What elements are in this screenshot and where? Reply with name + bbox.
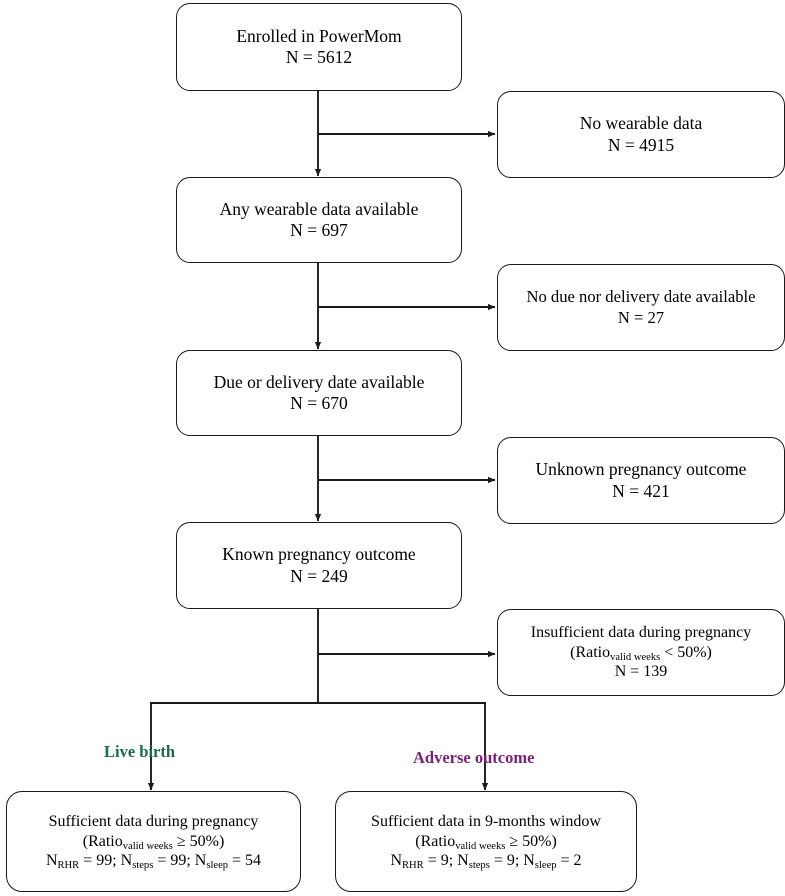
live-birth-box-line-1: Sufficient data during pregnancy (48, 813, 259, 831)
adverse-n-rhr-subscript: RHR (402, 860, 424, 872)
adverse-ratio-subscript: valid weeks (455, 840, 506, 852)
node-any-wearable-data-available[interactable]: Any wearable data available N = 697 (176, 177, 462, 263)
adverse-n-sleep-subscript: sleep (534, 860, 557, 872)
live-birth-ratio-suffix: ≥ 50%) (172, 832, 225, 850)
node-any-wearable-line-1: Any wearable data available (219, 198, 419, 219)
live-birth-n-rhr-prefix: N (45, 852, 58, 870)
node-due-date-line-2: N = 670 (290, 393, 348, 413)
node-insufficient-line-2: (Ratiovalid weeks < 50%) (570, 643, 712, 663)
live-birth-n-sleep-prefix: N (194, 852, 207, 870)
live-birth-box-line-3: NRHR = 99; Nsteps = 99; Nsleep = 54 (46, 851, 261, 871)
adverse-n-sleep-value: = 2 (556, 852, 582, 870)
node-due-date-line-1: Due or delivery date available (213, 371, 425, 392)
adverse-n-sleep-prefix: N (523, 852, 535, 870)
node-sufficient-data-during-pregnancy[interactable]: Sufficient data during pregnancy (Ratiov… (6, 791, 301, 892)
adverse-box-line-1: Sufficient data in 9-months window (371, 813, 601, 831)
node-known-pregnancy-outcome[interactable]: Known pregnancy outcome N = 249 (176, 522, 462, 609)
live-birth-n-steps-prefix: N (120, 852, 133, 870)
live-birth-n-steps-subscript: steps (132, 860, 154, 872)
live-birth-n-rhr-subscript: RHR (57, 860, 80, 872)
branch-label-live-birth: Live birth (104, 742, 176, 761)
node-unknown-pregnancy-outcome[interactable]: Unknown pregnancy outcome N = 421 (497, 437, 785, 524)
node-no-due-date-line-1: No due nor delivery date available (526, 287, 756, 307)
node-no-wearable-data[interactable]: No wearable data N = 4915 (497, 91, 785, 178)
node-sufficient-data-9-months-window[interactable]: Sufficient data in 9-months window (Rati… (335, 791, 637, 892)
insufficient-ratio-suffix: < 50%) (660, 643, 712, 661)
branch-label-adverse-outcome: Adverse outcome (413, 748, 535, 767)
adverse-n-rhr-prefix: N (390, 852, 402, 870)
node-no-due-nor-delivery-date[interactable]: No due nor delivery date available N = 2… (497, 264, 785, 351)
node-no-due-date-line-2: N = 27 (617, 307, 665, 327)
node-insufficient-data-during-pregnancy[interactable]: Insufficient data during pregnancy (Rati… (497, 609, 785, 696)
node-no-wearable-line-2: N = 4915 (607, 134, 675, 155)
node-insufficient-line-1: Insufficient data during pregnancy (530, 624, 752, 642)
insufficient-ratio-prefix: (Ratio (570, 643, 611, 661)
node-enrolled-line-2: N = 5612 (285, 47, 353, 67)
live-birth-ratio-prefix: (Ratio (82, 832, 123, 850)
adverse-n-steps-value: = 9; (489, 852, 524, 870)
live-birth-n-sleep-value: = 54 (228, 852, 262, 870)
adverse-n-rhr-value: = 9; (423, 852, 458, 870)
node-unknown-outcome-line-1: Unknown pregnancy outcome (535, 459, 747, 480)
adverse-ratio-prefix: (Ratio (415, 832, 456, 850)
node-known-outcome-line-1: Known pregnancy outcome (222, 544, 416, 565)
live-birth-ratio-subscript: valid weeks (122, 840, 173, 852)
live-birth-box-line-2: (Ratiovalid weeks ≥ 50%) (83, 832, 225, 852)
adverse-n-steps-subscript: steps (468, 860, 490, 872)
node-enrolled-line-1: Enrolled in PowerMom (236, 25, 402, 46)
live-birth-n-steps-value: = 99; (153, 852, 195, 870)
adverse-n-steps-prefix: N (457, 852, 469, 870)
node-due-or-delivery-date-available[interactable]: Due or delivery date available N = 670 (176, 350, 462, 436)
adverse-box-line-3: NRHR = 9; Nsteps = 9; Nsleep = 2 (390, 851, 581, 871)
node-known-outcome-line-2: N = 249 (290, 565, 348, 586)
node-no-wearable-line-1: No wearable data (579, 113, 703, 134)
adverse-ratio-suffix: ≥ 50%) (505, 832, 557, 850)
adverse-box-line-2: (Ratiovalid weeks ≥ 50%) (415, 832, 557, 852)
node-insufficient-line-3: N = 139 (614, 663, 668, 681)
node-enrolled-in-powermom[interactable]: Enrolled in PowerMom N = 5612 (176, 3, 462, 91)
live-birth-n-sleep-subscript: sleep (206, 860, 229, 872)
node-any-wearable-line-2: N = 697 (290, 220, 348, 240)
insufficient-ratio-subscript: valid weeks (610, 651, 661, 663)
node-unknown-outcome-line-2: N = 421 (612, 480, 670, 501)
live-birth-n-rhr-value: = 99; (79, 852, 121, 870)
